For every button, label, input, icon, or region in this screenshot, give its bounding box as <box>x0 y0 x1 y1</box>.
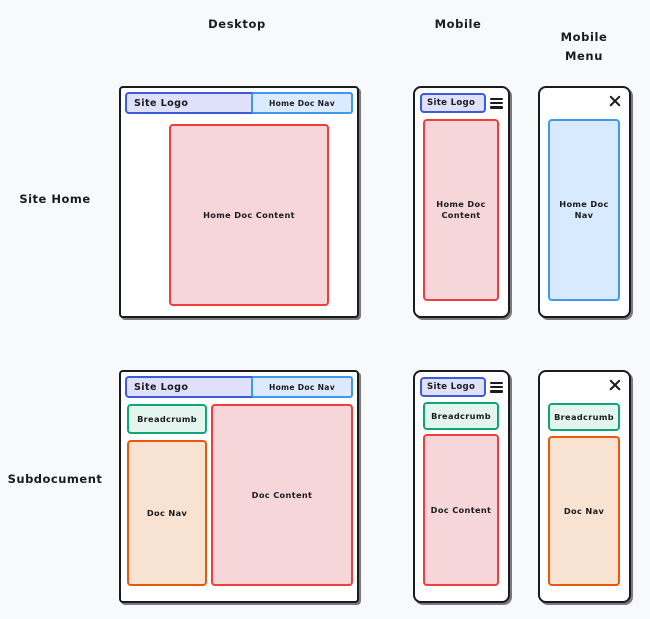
row-label-subdocument: Subdocument <box>7 472 103 486</box>
row-label-site-home: Site Home <box>19 192 91 206</box>
mobile-menu-frame-subdocument: Breadcrumb Doc Nav <box>538 370 631 603</box>
desktop-frame-site-home: Site Logo Home Doc Nav Home Doc Content <box>119 86 359 318</box>
mobile-menu-frame-site-home: Home Doc Nav <box>538 86 631 318</box>
breadcrumb[interactable]: Breadcrumb <box>548 403 620 431</box>
doc-content-region: Doc Content <box>211 404 353 586</box>
home-doc-content-region: Home Doc Content <box>169 124 329 306</box>
breadcrumb[interactable]: Breadcrumb <box>423 402 499 430</box>
column-header-mobile-menu: Mobile Menu <box>544 28 624 66</box>
home-doc-nav-button[interactable]: Home Doc Nav <box>251 92 353 114</box>
home-doc-content-line2: Content <box>441 210 481 220</box>
home-doc-content-line1: Home Doc <box>436 199 486 209</box>
mobile-frame-subdocument: Site Logo Breadcrumb Doc Content <box>413 370 510 603</box>
column-header-mobile-menu-line1: Mobile <box>560 30 608 44</box>
home-doc-nav-line1: Home Doc <box>559 199 609 209</box>
close-icon[interactable] <box>608 94 622 108</box>
home-doc-nav-button[interactable]: Home Doc Nav <box>251 376 353 398</box>
home-doc-nav-panel[interactable]: Home Doc Nav <box>548 119 620 301</box>
hamburger-menu-icon[interactable] <box>490 97 503 110</box>
desktop-frame-subdocument: Site Logo Home Doc Nav Breadcrumb Doc Na… <box>119 370 359 603</box>
home-doc-content-region: Home Doc Content <box>423 119 499 301</box>
mobile-header-bar: Site Logo <box>420 93 503 113</box>
site-logo[interactable]: Site Logo <box>420 93 486 113</box>
desktop-header-bar: Site Logo Home Doc Nav <box>125 92 353 114</box>
site-logo[interactable]: Site Logo <box>134 381 189 393</box>
close-icon[interactable] <box>608 378 622 392</box>
site-logo[interactable]: Site Logo <box>420 377 486 397</box>
doc-content-region: Doc Content <box>423 434 499 586</box>
column-header-mobile-menu-line2: Menu <box>564 49 604 63</box>
doc-nav-sidebar[interactable]: Doc Nav <box>127 440 207 586</box>
site-logo[interactable]: Site Logo <box>134 97 189 109</box>
doc-nav-panel[interactable]: Doc Nav <box>548 436 620 586</box>
home-doc-nav-line2: Nav <box>574 210 594 220</box>
mobile-header-bar: Site Logo <box>420 377 503 397</box>
column-header-mobile: Mobile <box>434 17 482 31</box>
breadcrumb[interactable]: Breadcrumb <box>127 404 207 434</box>
hamburger-menu-icon[interactable] <box>490 381 503 394</box>
mobile-frame-site-home: Site Logo Home Doc Content <box>413 86 510 318</box>
column-header-desktop: Desktop <box>208 17 266 31</box>
desktop-header-bar: Site Logo Home Doc Nav <box>125 376 353 398</box>
